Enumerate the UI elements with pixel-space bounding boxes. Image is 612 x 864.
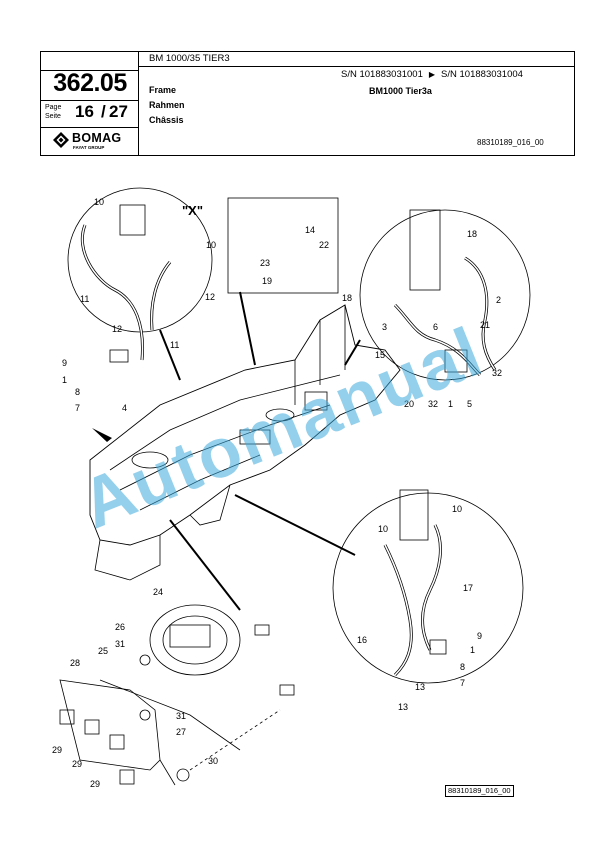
callout: 11: [170, 340, 179, 350]
callout: 8: [460, 662, 465, 672]
brand-name: BOMAG: [72, 131, 122, 145]
title-english: Frame: [149, 85, 177, 95]
callout: 11: [80, 294, 89, 304]
play-arrow-icon: ▶: [428, 70, 436, 79]
callout: 32: [428, 399, 438, 409]
page-total: 27: [109, 102, 128, 121]
callout: 26: [115, 622, 125, 632]
callout: 9: [62, 358, 67, 368]
callout: 29: [72, 759, 82, 769]
callout: 20: [404, 399, 414, 409]
header-divider: [138, 66, 575, 67]
callout: 12: [205, 292, 215, 302]
callout: 18: [342, 293, 352, 303]
bomag-logo: BOMAG FAYAT GROUP: [53, 130, 135, 154]
callout: 10: [206, 240, 216, 250]
callout: 10: [452, 504, 462, 514]
title-french: Châssis: [149, 115, 184, 125]
callout: 27: [176, 727, 186, 737]
callout: 13: [398, 702, 408, 712]
callout: 31: [176, 711, 186, 721]
callout: 5: [467, 399, 472, 409]
exploded-parts-drawing: "X" 10 10 11 12 12 11 9 1 8 7 4 14 22 23…: [52, 187, 531, 789]
page-current: 16: [75, 102, 94, 121]
callout: 19: [262, 276, 272, 286]
document-reference: 88310189_016_00: [477, 138, 544, 147]
bomag-diamond-icon: [53, 132, 69, 148]
callout: 14: [305, 225, 315, 235]
header-divider: [41, 70, 138, 71]
page-number: 362.05: [53, 69, 127, 97]
model-name: BM 1000/35 TIER3: [149, 53, 230, 64]
page-separator: /: [101, 102, 106, 121]
callout: 28: [70, 658, 80, 668]
callout: 9: [477, 631, 482, 641]
brand-sub: FAYAT GROUP: [73, 145, 105, 150]
callout: 12: [112, 324, 122, 334]
callout: 15: [375, 350, 385, 360]
callout: 3: [382, 322, 387, 332]
detail-circle: [359, 209, 531, 381]
title-german: Rahmen: [149, 100, 185, 110]
callout: 23: [260, 258, 270, 268]
callout: 29: [52, 745, 62, 755]
callout: 7: [75, 403, 80, 413]
callout: 6: [433, 322, 438, 332]
callout: 2: [496, 295, 501, 305]
serial-to: S/N 101883031004: [441, 69, 523, 80]
callout: 16: [357, 635, 367, 645]
callout: 25: [98, 646, 108, 656]
callout: 21: [480, 320, 490, 330]
header-divider: [41, 100, 138, 101]
callout: 7: [460, 678, 465, 688]
detail-label: "X": [182, 203, 203, 218]
callout: 10: [94, 197, 104, 207]
callout: 22: [319, 240, 329, 250]
header-divider: [138, 52, 139, 156]
callout: 13: [415, 682, 425, 692]
callout: 32: [492, 368, 502, 378]
callout: 18: [467, 229, 477, 239]
drawing-reference: 88310189_016_00: [445, 785, 514, 797]
callout: 8: [75, 387, 80, 397]
callout: 1: [62, 375, 67, 385]
callout: 10: [378, 524, 388, 534]
callout: 30: [208, 756, 218, 766]
callout: 24: [153, 587, 163, 597]
detail-box: [227, 197, 339, 294]
callout: 1: [448, 399, 453, 409]
callout: 31: [115, 639, 125, 649]
callout: 1: [470, 645, 475, 655]
callout: 4: [122, 403, 127, 413]
callout: 17: [463, 583, 473, 593]
machine-variant: BM1000 Tier3a: [369, 86, 432, 96]
header-divider: [41, 127, 138, 128]
callout: 29: [90, 779, 100, 789]
serial-range: S/N 101883031001 ▶ S/N 101883031004: [341, 69, 523, 80]
serial-from: S/N 101883031001: [341, 69, 423, 80]
